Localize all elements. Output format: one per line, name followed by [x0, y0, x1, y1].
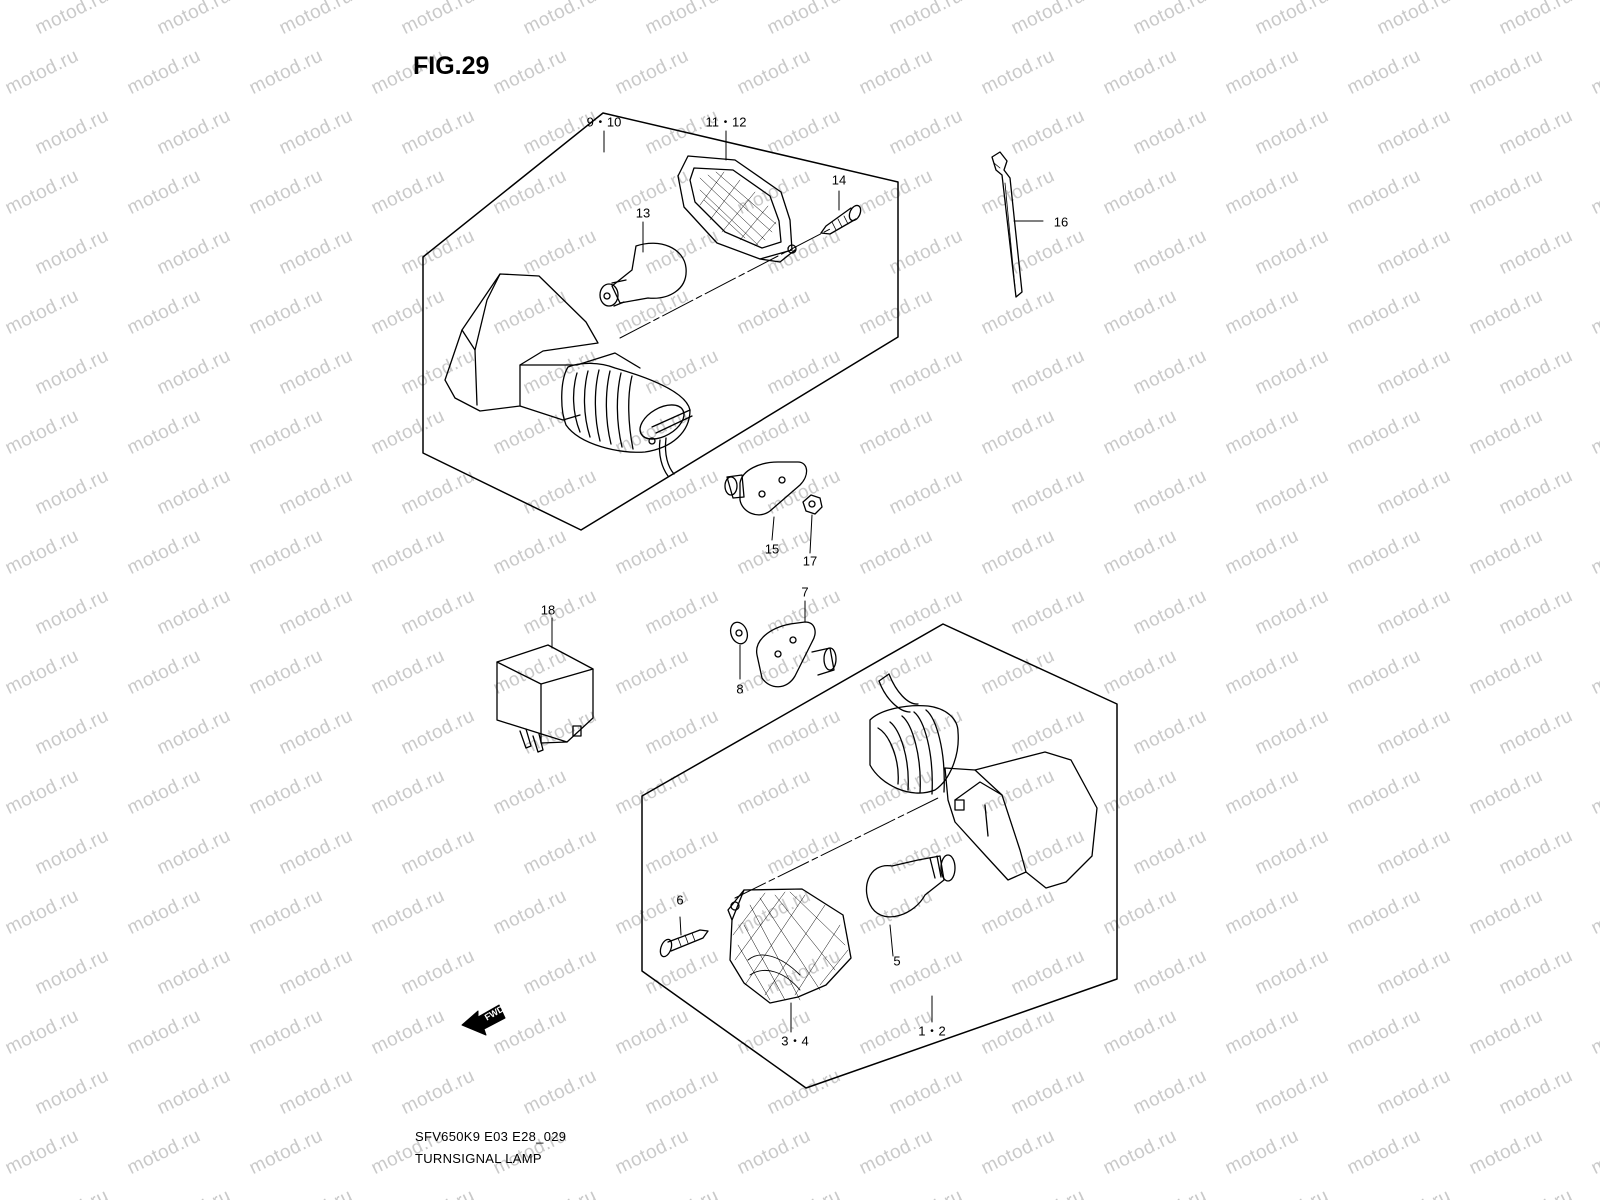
lower-lens-drawing	[727, 888, 852, 1004]
lower-assembly-outline	[641, 623, 1118, 1089]
callout-15: 15	[764, 541, 780, 557]
upper-lamp-housing-drawing	[444, 273, 693, 477]
model-code: SFV650K9 E03 E28_029	[415, 1129, 567, 1144]
callout-8: 8	[736, 681, 744, 697]
part-group-name: TURNSIGNAL LAMP	[415, 1151, 542, 1166]
lower-washer-drawing	[729, 621, 749, 645]
upper-bulb-drawing	[599, 242, 687, 307]
lower-lamp-housing-drawing	[869, 673, 1098, 889]
lower-assembly-axis	[734, 796, 941, 899]
relay-drawing	[496, 644, 594, 753]
upper-assembly-outline	[422, 112, 899, 531]
callout-5: 5	[893, 953, 901, 969]
upper-nut-drawing	[802, 494, 823, 515]
callout-11-12: 11・12	[705, 114, 747, 130]
lower-screw-drawing	[659, 916, 709, 958]
callout-13: 13	[635, 205, 651, 221]
callout-16: 16	[1053, 214, 1069, 230]
lower-bulb-drawing	[865, 854, 956, 957]
callout-17: 17	[802, 553, 818, 569]
callout-18: 18	[540, 602, 556, 618]
upper-lens-drawing	[677, 155, 797, 263]
figure-title: FIG.29	[413, 52, 490, 80]
callout-1-2: 1・2	[918, 1023, 946, 1039]
upper-screw-drawing	[820, 204, 862, 235]
leader-lines	[551, 130, 933, 1033]
forward-arrow-icon	[461, 1004, 506, 1036]
cable-tie-drawing	[991, 151, 1044, 298]
lower-mount-plate-drawing	[756, 621, 837, 688]
callout-6: 6	[676, 892, 684, 908]
callout-14: 14	[831, 172, 847, 188]
upper-mount-plate-drawing	[724, 461, 808, 516]
callout-7: 7	[801, 584, 809, 600]
callout-9-10: 9・10	[586, 114, 622, 130]
callout-3-4: 3・4	[781, 1033, 809, 1049]
